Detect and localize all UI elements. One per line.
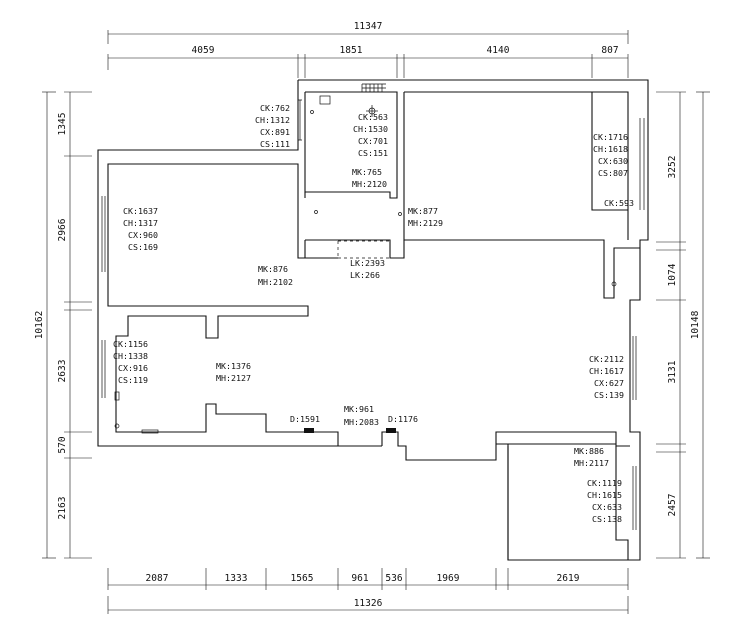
dim-left-1: 1345 bbox=[57, 113, 68, 136]
dim-right-3: 3131 bbox=[667, 360, 678, 383]
dim-bottom-2: 1333 bbox=[225, 573, 248, 584]
dim-bottom-4: 961 bbox=[351, 573, 368, 584]
label-top-right-small: CK:593 bbox=[604, 198, 634, 208]
label-left-room-door-2: MH:2102 bbox=[258, 277, 293, 287]
label-lower-right-door-1: MK:886 bbox=[574, 446, 604, 456]
dim-right-1: 3252 bbox=[667, 156, 678, 179]
dim-bottom-6: 1969 bbox=[437, 573, 460, 584]
label-top-center-2: CH:1530 bbox=[353, 124, 388, 134]
dim-bottom-1: 2087 bbox=[146, 573, 169, 584]
label-mid-door-1: MK:877 bbox=[408, 206, 438, 216]
dim-left-5: 2163 bbox=[57, 497, 68, 520]
label-left-room-1: CK:1637 bbox=[123, 206, 158, 216]
label-top-right-2: CH:1618 bbox=[593, 144, 628, 154]
dim-left-3: 2633 bbox=[57, 360, 68, 383]
label-left-room-door-1: MK:876 bbox=[258, 264, 288, 274]
label-lower-right-4: CS:138 bbox=[592, 514, 622, 524]
label-mid-door-2: MH:2129 bbox=[408, 218, 443, 228]
walls bbox=[97, 79, 649, 561]
label-top-left-2: CH:1312 bbox=[255, 115, 290, 125]
label-lower-right-3: CX:633 bbox=[592, 502, 622, 512]
dim-left-4: 570 bbox=[57, 436, 68, 453]
label-lower-left-door-1: MK:1376 bbox=[216, 361, 251, 371]
dimension-labels: 11347 4059 1851 4140 807 2087 1333 1565 … bbox=[34, 21, 701, 609]
dim-top-3: 4140 bbox=[487, 45, 510, 56]
label-lower-left-1: CK:1156 bbox=[113, 339, 148, 349]
room-labels: CK:762 CH:1312 CX:891 CS:111 CK:563 CH:1… bbox=[113, 103, 634, 524]
label-top-center-1: CK:563 bbox=[358, 112, 388, 122]
label-top-right-4: CS:807 bbox=[598, 168, 628, 178]
label-right-mid-4: CS:139 bbox=[594, 390, 624, 400]
label-lower-right-2: CH:1615 bbox=[587, 490, 622, 500]
dim-top-total: 11347 bbox=[354, 21, 383, 32]
label-hall-1: LK:2393 bbox=[350, 258, 385, 268]
label-left-room-2: CH:1317 bbox=[123, 218, 158, 228]
label-lower-left-2: CH:1338 bbox=[113, 351, 148, 361]
label-top-left-4: CS:111 bbox=[260, 139, 290, 149]
label-top-right-3: CX:630 bbox=[598, 156, 628, 166]
dim-bottom-7: 2619 bbox=[557, 573, 580, 584]
dimension-lines bbox=[42, 30, 710, 614]
label-left-room-4: CS:169 bbox=[128, 242, 158, 252]
label-top-left-1: CK:762 bbox=[260, 103, 290, 113]
label-right-mid-3: CX:627 bbox=[594, 378, 624, 388]
dim-bottom-5: 536 bbox=[385, 573, 402, 584]
label-right-mid-2: CH:1617 bbox=[589, 366, 624, 376]
label-lower-left-3: CX:916 bbox=[118, 363, 148, 373]
label-lower-right-1: CK:1119 bbox=[587, 478, 622, 488]
dim-right-2: 1074 bbox=[667, 263, 678, 286]
label-d1: D:1591 bbox=[290, 414, 320, 424]
dim-left-2: 2966 bbox=[57, 218, 68, 241]
dim-right-total: 10148 bbox=[690, 310, 701, 339]
label-right-mid-1: CK:2112 bbox=[589, 354, 624, 364]
label-entry-door-1: MK:961 bbox=[344, 404, 374, 414]
label-lower-right-door-2: MH:2117 bbox=[574, 458, 609, 468]
label-hall-2: LK:266 bbox=[350, 270, 380, 280]
dim-bottom-total: 11326 bbox=[354, 598, 383, 609]
label-top-center-door-1: MK:765 bbox=[352, 167, 382, 177]
label-d2: D:1176 bbox=[388, 414, 418, 424]
dim-top-2: 1851 bbox=[340, 45, 363, 56]
label-left-room-3: CX:960 bbox=[128, 230, 158, 240]
dim-right-4: 2457 bbox=[667, 494, 678, 517]
dim-top-1: 4059 bbox=[192, 45, 215, 56]
label-top-center-3: CX:701 bbox=[358, 136, 388, 146]
label-top-left-3: CX:891 bbox=[260, 127, 290, 137]
dim-top-4: 807 bbox=[601, 45, 618, 56]
label-lower-left-4: CS:119 bbox=[118, 375, 148, 385]
label-top-right-1: CK:1716 bbox=[593, 132, 628, 142]
dim-bottom-3: 1565 bbox=[291, 573, 314, 584]
label-entry-door-2: MH:2083 bbox=[344, 417, 379, 427]
label-top-center-4: CS:151 bbox=[358, 148, 388, 158]
label-lower-left-door-2: MH:2127 bbox=[216, 373, 251, 383]
label-top-center-door-2: MH:2120 bbox=[352, 179, 387, 189]
dim-left-total: 10162 bbox=[34, 311, 45, 340]
